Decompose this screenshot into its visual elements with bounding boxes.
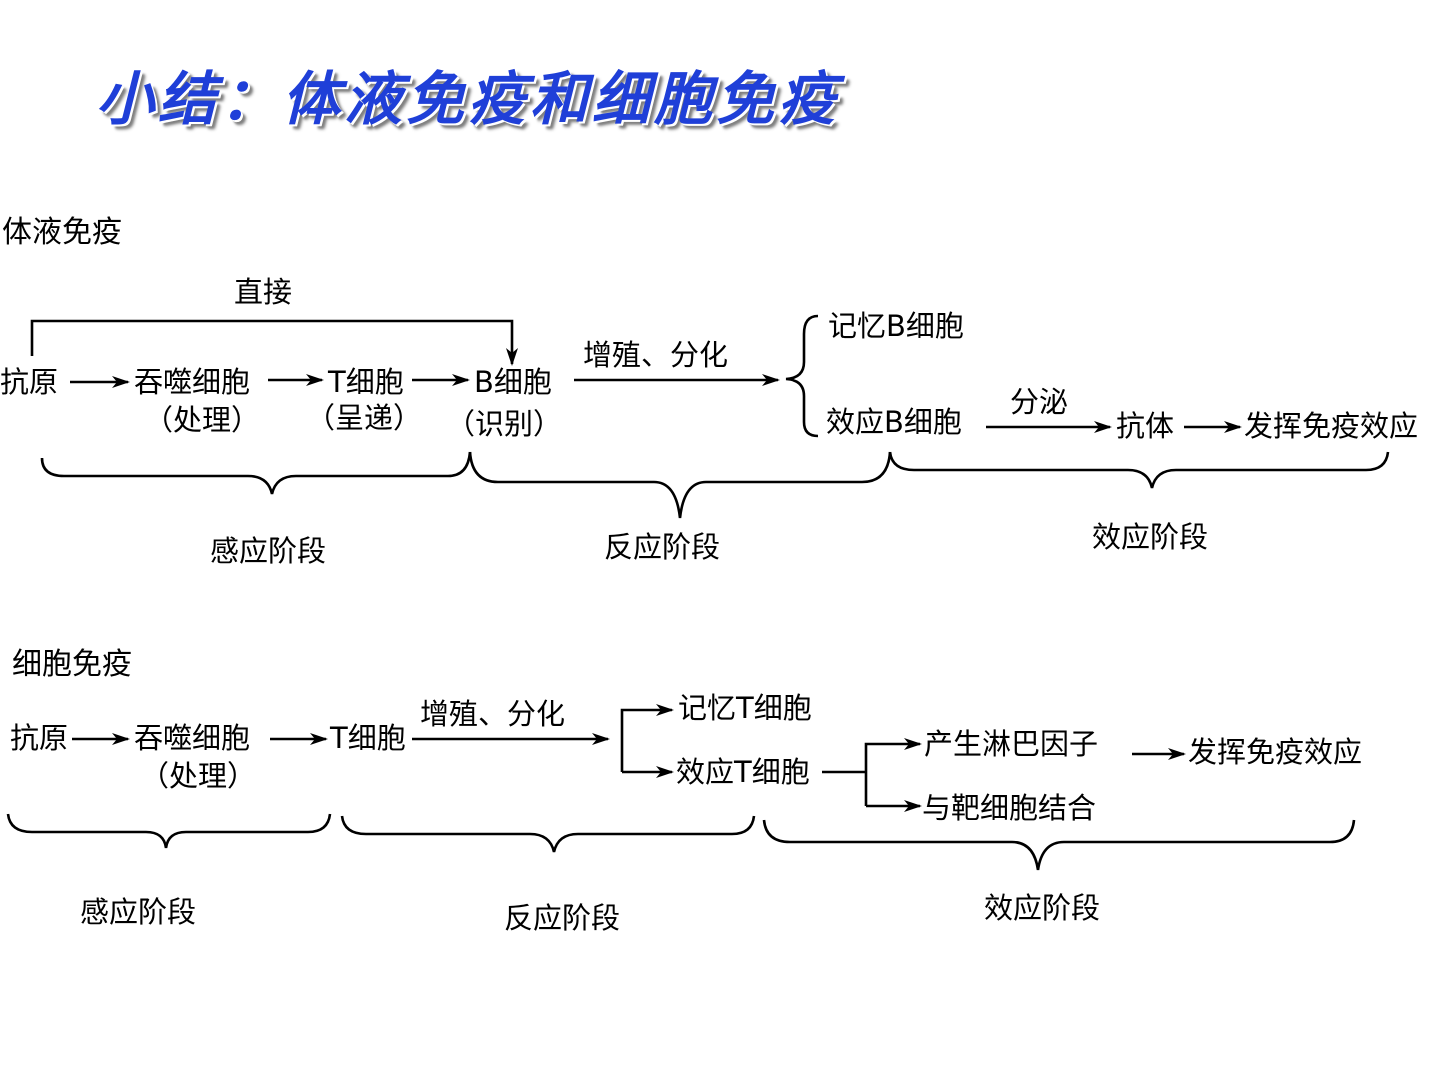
humoral-brace-react (468, 451, 892, 519)
humoral-brace-sense (40, 451, 472, 495)
cellular-fork-memory (620, 704, 674, 772)
humoral-b-cell-note: （识别） (446, 407, 563, 441)
humoral-stage-react: 反应阶段 (604, 530, 721, 564)
humoral-direct-label: 直接 (234, 275, 293, 309)
humoral-antigen: 抗原 (0, 365, 59, 399)
humoral-stage-effect: 效应阶段 (1092, 520, 1209, 554)
humoral-memory-b: 记忆B细胞 (828, 309, 964, 343)
humoral-t-cell: T细胞 (328, 365, 404, 399)
cellular-t-cell: T细胞 (330, 721, 406, 755)
cellular-section-label: 细胞免疫 (12, 647, 132, 682)
cellular-phagocyte-note: （处理） (140, 759, 257, 793)
cellular-stage-effect: 效应阶段 (984, 891, 1101, 925)
cellular-exert: 发挥免疫效应 (1188, 735, 1363, 769)
humoral-t-cell-note: （呈递） (306, 401, 423, 435)
humoral-brace-effect (888, 451, 1390, 489)
cellular-phagocyte: 吞噬细胞 (134, 721, 251, 755)
humoral-phagocyte: 吞噬细胞 (134, 365, 251, 399)
cellular-stage-sense: 感应阶段 (80, 895, 197, 929)
humoral-proliferate-label: 增殖、分化 (583, 338, 729, 372)
cellular-proliferate-label: 增殖、分化 (420, 697, 566, 731)
humoral-exert: 发挥免疫效应 (1244, 409, 1419, 443)
humoral-effector-b: 效应B细胞 (826, 405, 962, 439)
humoral-direct-connector (30, 319, 518, 366)
humoral-stage-sense: 感应阶段 (210, 534, 327, 568)
humoral-b-cell: B细胞 (474, 365, 552, 399)
cellular-effector-t: 效应T细胞 (676, 755, 810, 789)
cellular-antigen: 抗原 (10, 721, 69, 755)
cellular-memory-t: 记忆T细胞 (678, 691, 812, 725)
humoral-secrete-label: 分泌 (1010, 385, 1069, 419)
humoral-fork-brace (785, 314, 819, 438)
cellular-fork-lymphokine (864, 738, 922, 806)
cellular-stage-react: 反应阶段 (504, 901, 621, 935)
humoral-antibody: 抗体 (1116, 409, 1175, 443)
cellular-bind-target: 与靶细胞结合 (922, 791, 1097, 825)
cellular-brace-sense (6, 813, 332, 849)
cellular-brace-effect (762, 819, 1356, 871)
cellular-lymphokine: 产生淋巴因子 (924, 727, 1099, 761)
slide-title: 小结：体液免疫和细胞免疫 (96, 65, 841, 133)
humoral-phagocyte-note: （处理） (144, 403, 261, 437)
cellular-brace-react (340, 815, 756, 853)
humoral-section-label: 体液免疫 (2, 215, 122, 250)
